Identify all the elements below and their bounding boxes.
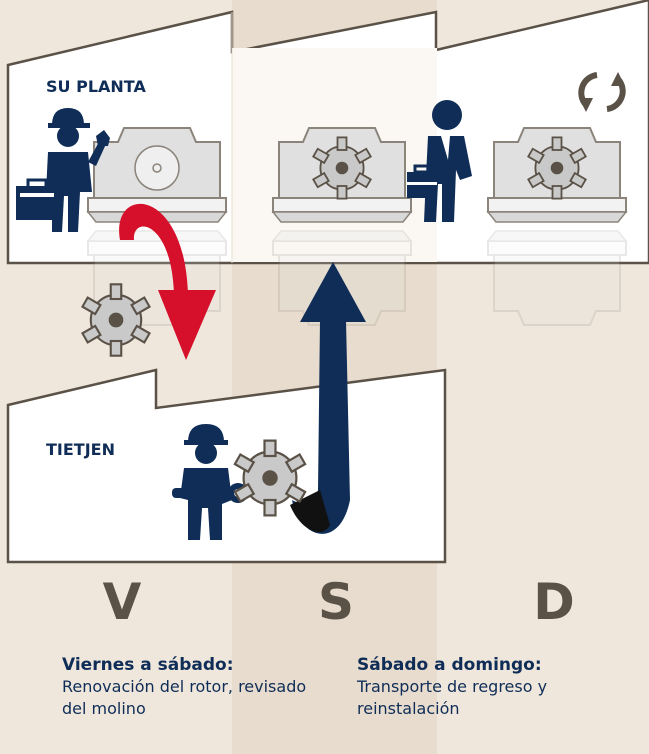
technician-with-briefcase-icon — [407, 100, 472, 222]
step-saturday-sunday: Sábado a domingo: Transporte de regreso … — [357, 654, 627, 720]
grinding-mill-icon — [487, 127, 627, 223]
step-body: Renovación del rotor, revisado del molin… — [62, 677, 307, 718]
step-friday-saturday: Viernes a sábado: Renovación del rotor, … — [62, 654, 332, 720]
return-arrow — [290, 262, 366, 534]
removal-arrow — [119, 203, 216, 360]
step-body: Transporte de regreso y reinstalación — [357, 677, 548, 718]
step-title: Sábado a domingo: — [357, 655, 542, 675]
tietjen-label: TIETJEN — [46, 440, 115, 459]
step-title: Viernes a sábado: — [62, 655, 234, 675]
mechanic-with-wrench-icon — [172, 424, 248, 540]
refresh-icon — [578, 72, 626, 112]
day-friday-letter: V — [102, 573, 142, 631]
grinding-mill-icon — [87, 127, 227, 223]
tietjen-building — [6, 368, 447, 564]
day-sunday-letter: D — [533, 573, 575, 631]
technician-with-toolbox-icon — [16, 108, 110, 232]
day-saturday-letter: S — [317, 573, 354, 631]
plant-label: SU PLANTA — [46, 77, 146, 96]
grinding-mill-icon — [272, 127, 412, 223]
